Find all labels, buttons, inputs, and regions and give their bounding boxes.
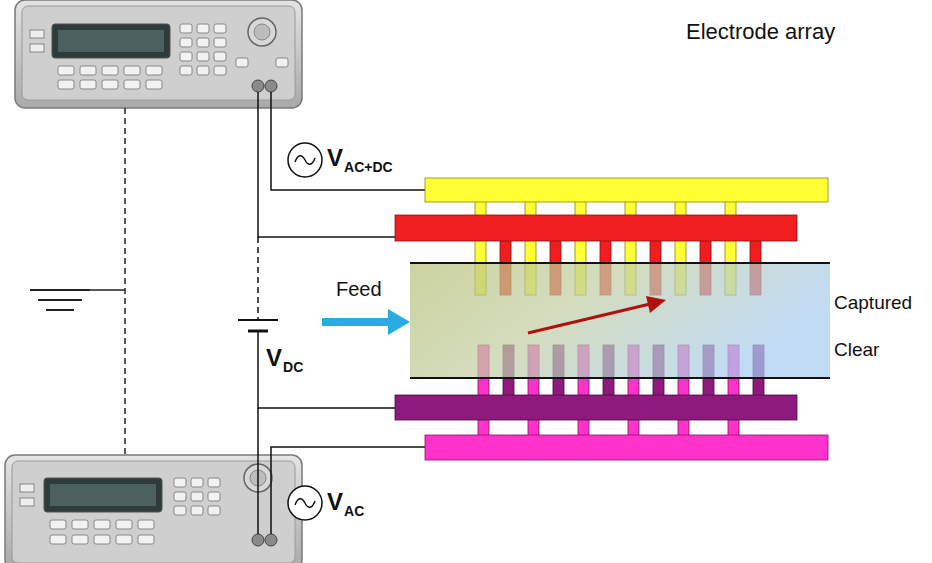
battery-symbol xyxy=(238,320,278,331)
particle-path-arrow xyxy=(528,296,666,333)
voltage-symbol: V xyxy=(327,145,343,171)
microfluidic-channel xyxy=(410,263,830,378)
ac-source-symbol xyxy=(288,143,322,520)
outlet-label: Captured xyxy=(834,293,912,314)
voltage-subscript: AC xyxy=(344,504,364,519)
signal-wiring xyxy=(258,92,425,534)
inlet-label: Feed xyxy=(336,278,382,300)
voltage-subscript: AC+DC xyxy=(344,160,393,175)
function-generator-top xyxy=(15,0,302,108)
ground-wiring xyxy=(30,108,125,455)
outlet-label: Clear xyxy=(834,340,879,361)
feed-arrow xyxy=(322,309,410,335)
voltage-symbol: V xyxy=(327,489,343,515)
voltage-subscript: DC xyxy=(283,360,303,375)
voltage-symbol: V xyxy=(266,345,282,371)
diagram-heading: Electrode array xyxy=(686,20,835,44)
